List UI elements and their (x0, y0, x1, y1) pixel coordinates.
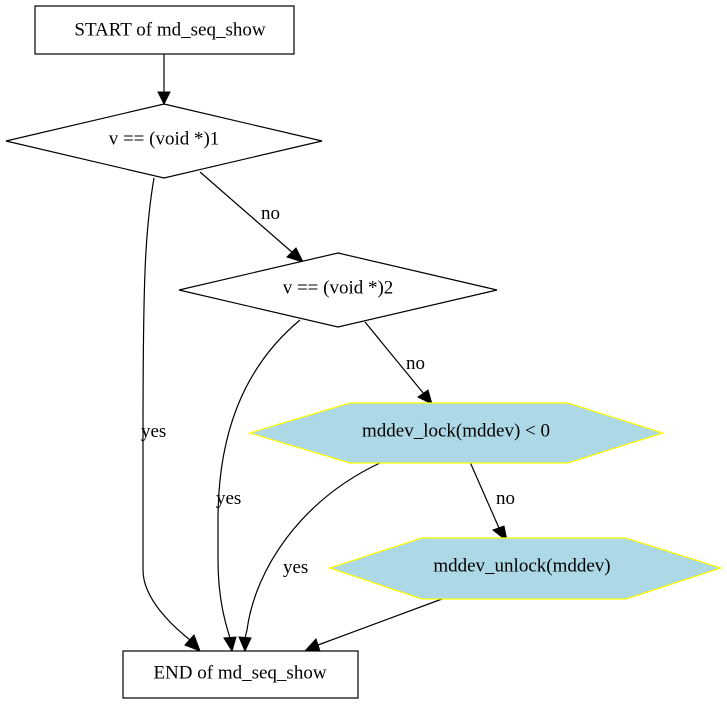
edge-label-lock-no: no (496, 488, 515, 509)
edge-label-cond2-no: no (406, 353, 425, 374)
node-cond2-label: v == (void *)2 (283, 278, 394, 299)
node-unlock: mddev_unlock(mddev) (328, 537, 723, 600)
edge-unlock-to-end (303, 598, 443, 652)
edge-start-to-cond1 (157, 54, 171, 106)
node-lock-label: mddev_lock(mddev) < 0 (362, 421, 550, 442)
edge-cond2-no: no (364, 321, 433, 405)
node-cond1-label: v == (void *)1 (109, 129, 220, 150)
node-end-label: END of md_seq_show (153, 663, 326, 684)
edge-lock-yes: yes (238, 461, 383, 653)
node-start: START of md_seq_show (34, 5, 295, 55)
node-lock: mddev_lock(mddev) < 0 (247, 402, 665, 464)
node-unlock-label: mddev_unlock(mddev) (433, 556, 610, 577)
edge-cond1-yes: yes (141, 177, 201, 652)
edge-cond1-no: no (199, 171, 304, 263)
edge-label-lock-yes: yes (283, 557, 308, 578)
edge-cond2-yes: yes (216, 319, 301, 653)
node-end: END of md_seq_show (122, 650, 359, 699)
edge-label-cond1-no: no (261, 203, 280, 224)
node-cond2: v == (void *)2 (178, 252, 498, 328)
node-cond1: v == (void *)1 (5, 103, 323, 179)
edge-label-cond2-yes: yes (216, 488, 241, 509)
edge-label-cond1-yes: yes (141, 421, 166, 442)
edge-lock-no: no (469, 461, 515, 543)
node-start-label: START of md_seq_show (74, 20, 265, 41)
